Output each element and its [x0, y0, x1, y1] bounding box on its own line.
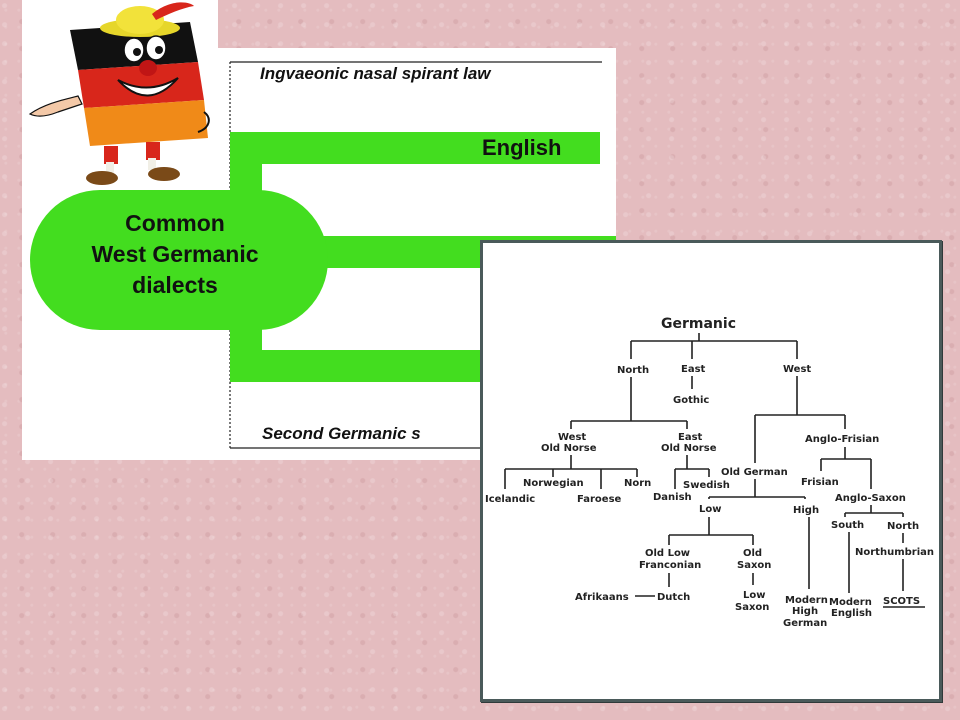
node-low-saxon-1: Low — [743, 590, 765, 601]
node-low-saxon-2: Saxon — [735, 602, 769, 613]
node-anglo-saxon: Anglo-Saxon — [835, 493, 906, 504]
node-old-low-franconian-1: Old Low — [645, 548, 690, 559]
node-west-old-norse-1: West — [558, 432, 586, 443]
common-dialects-pill — [30, 190, 328, 330]
common-line-1: Common — [125, 210, 225, 236]
node-norn: Norn — [624, 478, 651, 489]
node-gothic: Gothic — [673, 395, 709, 406]
node-scots: SCOTS — [883, 596, 920, 607]
node-swedish: Swedish — [683, 480, 730, 491]
node-dutch: Dutch — [657, 592, 690, 603]
node-germanic: Germanic — [661, 316, 736, 332]
branch-english — [230, 132, 600, 164]
node-old-low-franconian-2: Franconian — [639, 560, 701, 571]
node-east-old-norse-2: Old Norse — [661, 443, 717, 454]
node-modern-english-2: English — [831, 608, 872, 619]
germanic-tree-graph: Germanic North East West Gothic West Old… — [485, 316, 934, 629]
node-old-saxon-1: Old — [743, 548, 762, 559]
common-line-2: West Germanic — [91, 241, 259, 267]
west-germanic-branches — [30, 61, 616, 449]
node-east: East — [681, 364, 706, 375]
node-danish: Danish — [653, 492, 692, 503]
node-modern-high-german-1: Modern — [785, 595, 828, 606]
common-line-3: dialects — [132, 272, 218, 298]
node-west: West — [783, 364, 811, 375]
node-afrikaans: Afrikaans — [575, 592, 629, 603]
node-old-german: Old German — [721, 467, 788, 478]
node-norwegian: Norwegian — [523, 478, 584, 489]
node-north-anglo-saxon: North — [887, 521, 919, 532]
node-west-old-norse-2: Old Norse — [541, 443, 597, 454]
node-east-old-norse-1: East — [678, 432, 703, 443]
germanic-family-tree: Germanic North East West Gothic West Old… — [480, 240, 942, 702]
node-icelandic: Icelandic — [485, 494, 535, 505]
german-flag-mascot-icon — [22, 0, 218, 190]
second-germanic-shift-label: Second Germanic s — [262, 424, 421, 443]
node-anglo-frisian: Anglo-Frisian — [805, 434, 879, 445]
node-northumbrian: Northumbrian — [855, 547, 934, 558]
english-label: English — [482, 135, 562, 160]
ingvaeonic-law-label: Ingvaeonic nasal spirant law — [260, 64, 491, 83]
node-modern-english-1: Modern — [829, 597, 872, 608]
node-north: North — [617, 365, 649, 376]
node-frisian: Frisian — [801, 477, 839, 488]
node-modern-high-german-3: German — [783, 618, 827, 629]
node-old-saxon-2: Saxon — [737, 560, 771, 571]
node-high: High — [793, 505, 819, 516]
node-modern-high-german-2: High — [792, 606, 818, 617]
node-south: South — [831, 520, 864, 531]
node-low: Low — [699, 504, 721, 515]
common-west-germanic-label: Common West Germanic dialects — [50, 208, 300, 301]
node-faroese: Faroese — [577, 494, 622, 505]
